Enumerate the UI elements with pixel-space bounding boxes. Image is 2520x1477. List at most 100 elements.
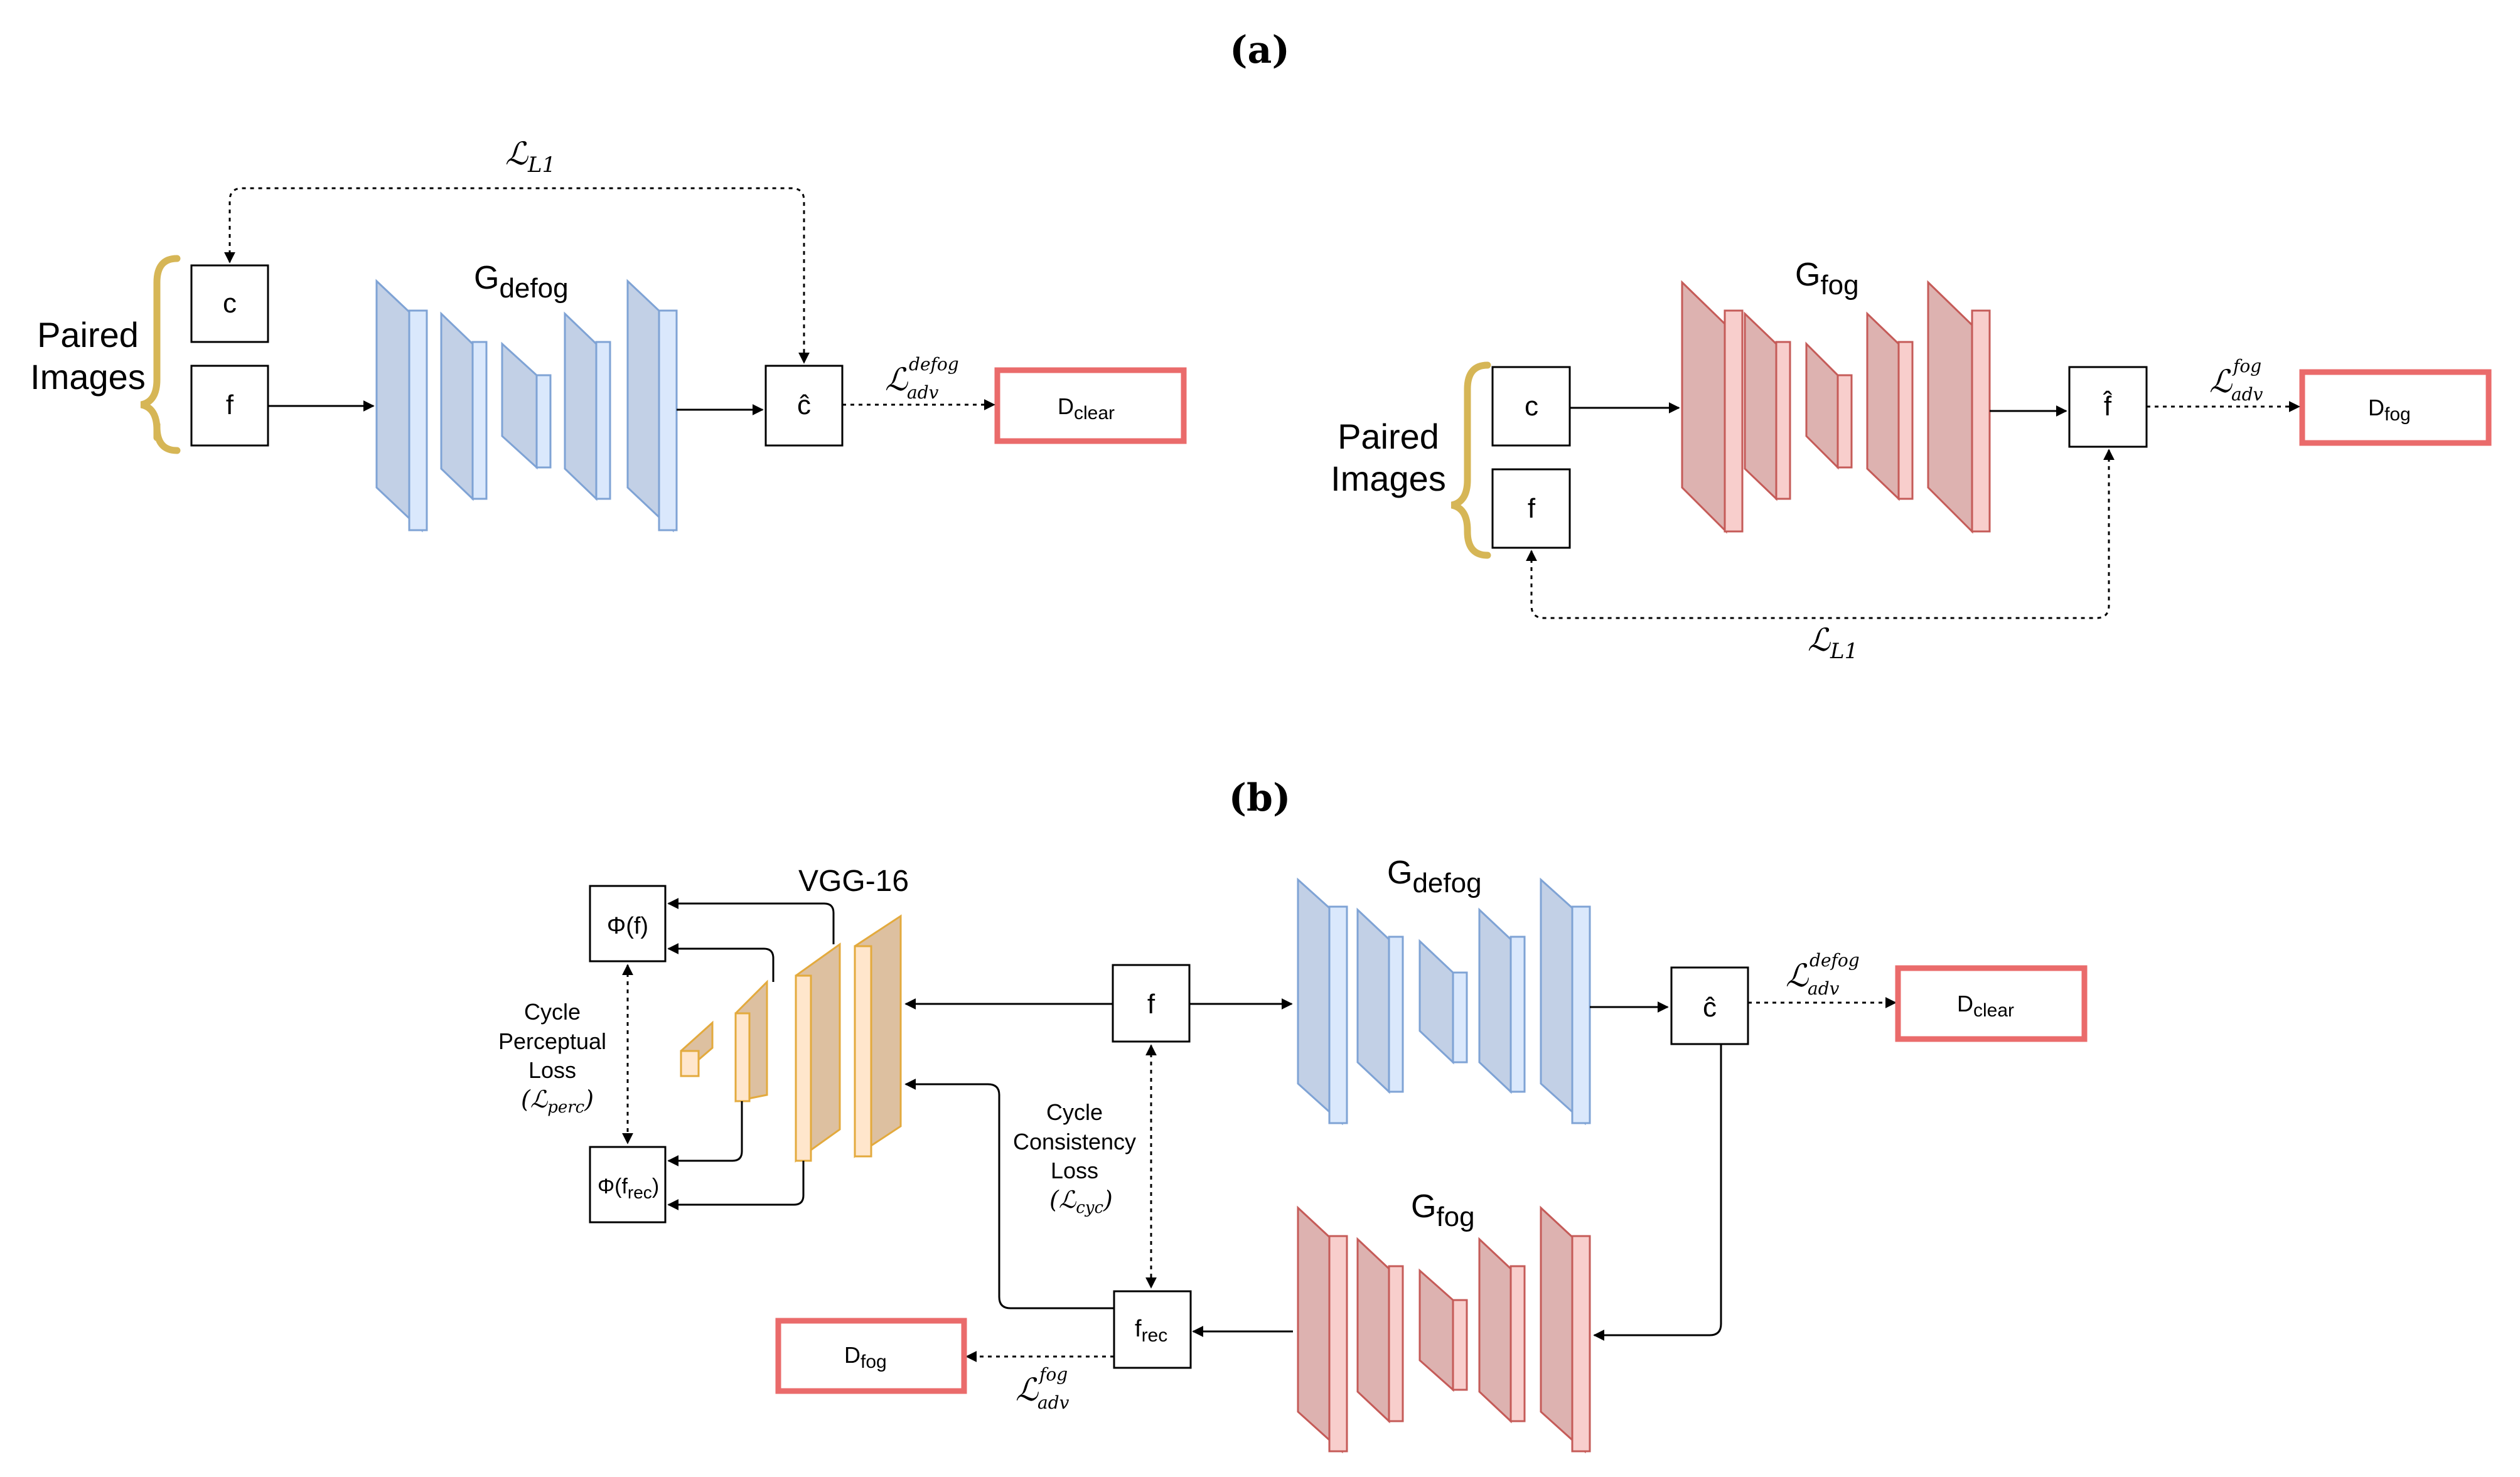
phi-f-box [589, 885, 667, 962]
generator-layer-front [658, 309, 678, 531]
paired-label-line2: Images [1331, 459, 1446, 498]
paired-label-line2: Images [30, 357, 146, 397]
generator-layer [501, 341, 538, 470]
generator-layer-front [1509, 1265, 1526, 1422]
fog-input-label: f [1147, 989, 1155, 1020]
paired-label-line1: Paired [1338, 417, 1439, 456]
reconstructed-fog-label: frec [1135, 1316, 1167, 1346]
generator-layer-front [1724, 309, 1744, 533]
cyc-loss-line1: Cycle [1046, 1099, 1103, 1125]
generator-layer-front [1897, 341, 1914, 500]
perc-loss-line3: Loss [528, 1057, 576, 1083]
adv-defog-loss-label: ℒdefog [885, 354, 959, 398]
generator-layer-front [595, 341, 611, 500]
generator-layer [1805, 341, 1839, 470]
fog-branch: Paired Images c f Gfog f̂ Dfog [1331, 257, 2492, 664]
restored-clear-label: ĉ [1703, 992, 1717, 1023]
generator-layer-front [1571, 1235, 1591, 1453]
clear-discriminator-label: Dclear [1058, 393, 1115, 424]
paired-label-line1: Paired [37, 315, 139, 355]
adv-defog-loss-sub: adv [907, 382, 939, 403]
l1-loss-connector [224, 187, 810, 364]
reconstructed-fog-box [1113, 1290, 1192, 1369]
perc-loss-line2: Perceptual [498, 1028, 606, 1054]
generator-layer [1356, 907, 1390, 1094]
cyc-loss-line2: Consistency [1013, 1129, 1136, 1154]
clear-adv-loss-sub: adv [1808, 978, 1840, 999]
perc-loss-line1: Cycle [524, 999, 581, 1025]
l1-loss-label: ℒL1 [1808, 622, 1858, 664]
fog-generator-label: Gfog [1795, 257, 1859, 301]
generator-layer-front [1775, 341, 1791, 500]
fog-generator-label: Gfog [1411, 1188, 1475, 1232]
generator-layer-front [1328, 1235, 1348, 1453]
paired-images-brace [140, 255, 181, 454]
generator-layer-front [1328, 905, 1348, 1124]
generator-layer-front [1388, 1265, 1404, 1422]
generator-layer-front [1509, 936, 1526, 1093]
paired-images-brace [1450, 361, 1491, 559]
vgg-to-phi-f [667, 943, 775, 982]
l1-loss-connector [1526, 449, 2115, 619]
generator-layer [1478, 1237, 1512, 1424]
adv-fog-loss-label: ℒfog [2209, 356, 2261, 400]
generator-layer [440, 311, 474, 501]
clear-discriminator-label: Dclear [1957, 991, 2014, 1021]
fog-adv-loss-sub: adv [1037, 1392, 1070, 1413]
fog-image-label: f [1528, 493, 1536, 524]
generator-layer [1418, 939, 1454, 1065]
vgg-to-phi-f-top [667, 898, 835, 944]
generator-layer [564, 311, 598, 501]
fog-generator: Gfog [1297, 1188, 1591, 1454]
defog-branch: Paired Images c f Gdefog ĉ Dclear [30, 136, 1187, 533]
clear-image-label: c [1525, 391, 1538, 422]
cyc-loss-symbol: (ℒcyc) [1049, 1186, 1113, 1217]
generator-layer-front [1452, 971, 1468, 1064]
vgg-layer-front [680, 1050, 700, 1077]
fog-discriminator-label: Dfog [844, 1342, 887, 1372]
generator-layer-front [408, 309, 428, 531]
fog-generator: Gfog [1681, 257, 1991, 534]
generator-layer-front [1836, 374, 1853, 469]
defog-generator-label: Gdefog [474, 260, 569, 304]
defog-generator: Gdefog [375, 260, 678, 533]
clear-image-label: c [223, 288, 237, 319]
fog-input-box [1112, 964, 1191, 1043]
generator-layer-front [535, 374, 552, 469]
generator-layer [1418, 1268, 1454, 1392]
fog-image-box [190, 365, 269, 447]
vgg-layer-front [854, 945, 872, 1158]
cycle-branch: Φ(f) Φ(frec) Cycle Perceptual Loss (ℒper… [498, 855, 2088, 1454]
arrow-clear-to-fog-generator [1593, 1044, 1722, 1341]
fog-discriminator-label: Dfog [2368, 395, 2411, 425]
vgg-to-phi-frec [667, 1101, 743, 1166]
generator-layer-front [1571, 905, 1591, 1124]
defog-generator-layers [375, 279, 678, 533]
arrow-frec-to-vgg [904, 1079, 1114, 1309]
vgg-layer-front [734, 1012, 751, 1102]
clear-adv-loss-label: ℒdefog [1786, 950, 1860, 994]
fog-generator-layers [1681, 280, 1991, 534]
generator-layer [1744, 311, 1777, 501]
fog-discriminator [2299, 369, 2492, 446]
cyc-loss-line3: Loss [1051, 1158, 1098, 1183]
perc-loss-symbol: (ℒperc) [521, 1085, 594, 1117]
defog-generator: Gdefog [1297, 855, 1591, 1126]
generator-layer-front [471, 341, 488, 500]
generator-layer [1927, 280, 1973, 534]
generator-layer [1681, 280, 1727, 534]
vgg-to-phi-frec-bottom [667, 1161, 805, 1210]
l1-loss-label: ℒL1 [505, 136, 555, 178]
generator-layer [1478, 907, 1512, 1094]
generated-fog-label: f̂ [2103, 390, 2113, 422]
fog-image-label: f [226, 390, 234, 420]
clear-image-box [1491, 366, 1571, 447]
generator-layer [1866, 311, 1900, 501]
defog-generator-label: Gdefog [1387, 855, 1482, 898]
generator-layer-front [1452, 1299, 1468, 1391]
phi-f-label: Φ(f) [607, 913, 648, 939]
restored-clear-box [1670, 966, 1749, 1045]
vgg16-network: VGG-16 [680, 865, 909, 1163]
panel-b-label: (b) [1229, 776, 1291, 820]
phi-frec-box [589, 1146, 667, 1224]
